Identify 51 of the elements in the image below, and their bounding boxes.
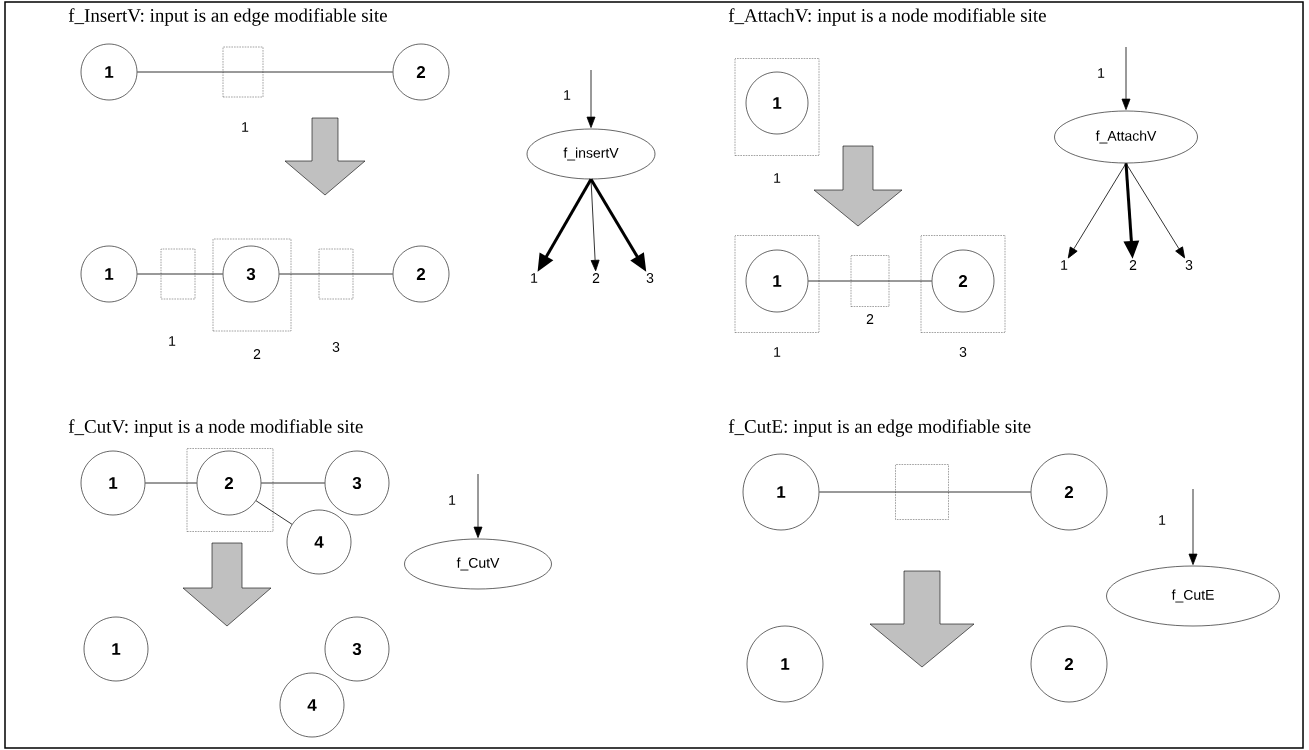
panel-title: f_AttachV: input is a node modifiable site bbox=[728, 8, 1046, 26]
output-label: 1 bbox=[531, 273, 538, 283]
panel-title: f_InsertV: input is an edge modifiable site bbox=[68, 8, 387, 26]
edge-label: 1 bbox=[447, 494, 457, 506]
box-label: 3 bbox=[332, 342, 340, 352]
dotted-box bbox=[920, 235, 1006, 333]
connector-line bbox=[888, 280, 933, 282]
arrow bbox=[1125, 162, 1185, 259]
dotted-box bbox=[318, 248, 354, 300]
edge-label: 1 bbox=[562, 89, 572, 101]
box-label: 2 bbox=[866, 314, 874, 324]
output-label: 2 bbox=[592, 273, 600, 283]
arrow bbox=[586, 69, 596, 128]
panel-title: f_CutV: input is a node modifiable site bbox=[68, 419, 363, 437]
dotted-box bbox=[734, 235, 820, 333]
arrow bbox=[1188, 488, 1198, 565]
connector-line bbox=[278, 273, 320, 275]
dotted-box bbox=[850, 255, 890, 307]
arrow bbox=[473, 473, 483, 538]
edge-label: 1 bbox=[1157, 514, 1167, 526]
box-label: 1 bbox=[242, 122, 249, 132]
arrow bbox=[1121, 46, 1131, 110]
box-label: 2 bbox=[253, 349, 261, 359]
box-label: 1 bbox=[774, 173, 781, 183]
output-label: 2 bbox=[1129, 260, 1137, 270]
panel-title: f_CutE: input is an edge modifiable site bbox=[728, 419, 1031, 437]
dotted-box bbox=[734, 58, 820, 156]
connector-line bbox=[260, 482, 326, 484]
output-label: 3 bbox=[1185, 260, 1193, 270]
connector-line bbox=[352, 273, 394, 275]
edge-label: 1 bbox=[1096, 67, 1106, 79]
dotted-box bbox=[222, 46, 264, 98]
output-label: 3 bbox=[646, 273, 654, 283]
box-label: 1 bbox=[169, 336, 176, 346]
arrow bbox=[1067, 162, 1127, 259]
connector-line bbox=[807, 280, 852, 282]
connector-line bbox=[262, 71, 394, 73]
connector-line bbox=[194, 273, 224, 275]
box-label: 3 bbox=[959, 347, 967, 357]
dotted-box bbox=[160, 248, 196, 300]
dotted-box bbox=[186, 448, 274, 532]
connector-line bbox=[136, 273, 162, 275]
connector-line bbox=[948, 491, 1032, 493]
connector-line bbox=[818, 491, 896, 493]
dotted-box bbox=[894, 464, 950, 520]
output-label: 1 bbox=[1061, 260, 1068, 270]
box-label: 1 bbox=[774, 347, 781, 357]
connector-line bbox=[255, 500, 293, 525]
connector-line bbox=[144, 482, 198, 484]
dotted-box bbox=[212, 238, 292, 332]
connector-line bbox=[136, 71, 224, 73]
